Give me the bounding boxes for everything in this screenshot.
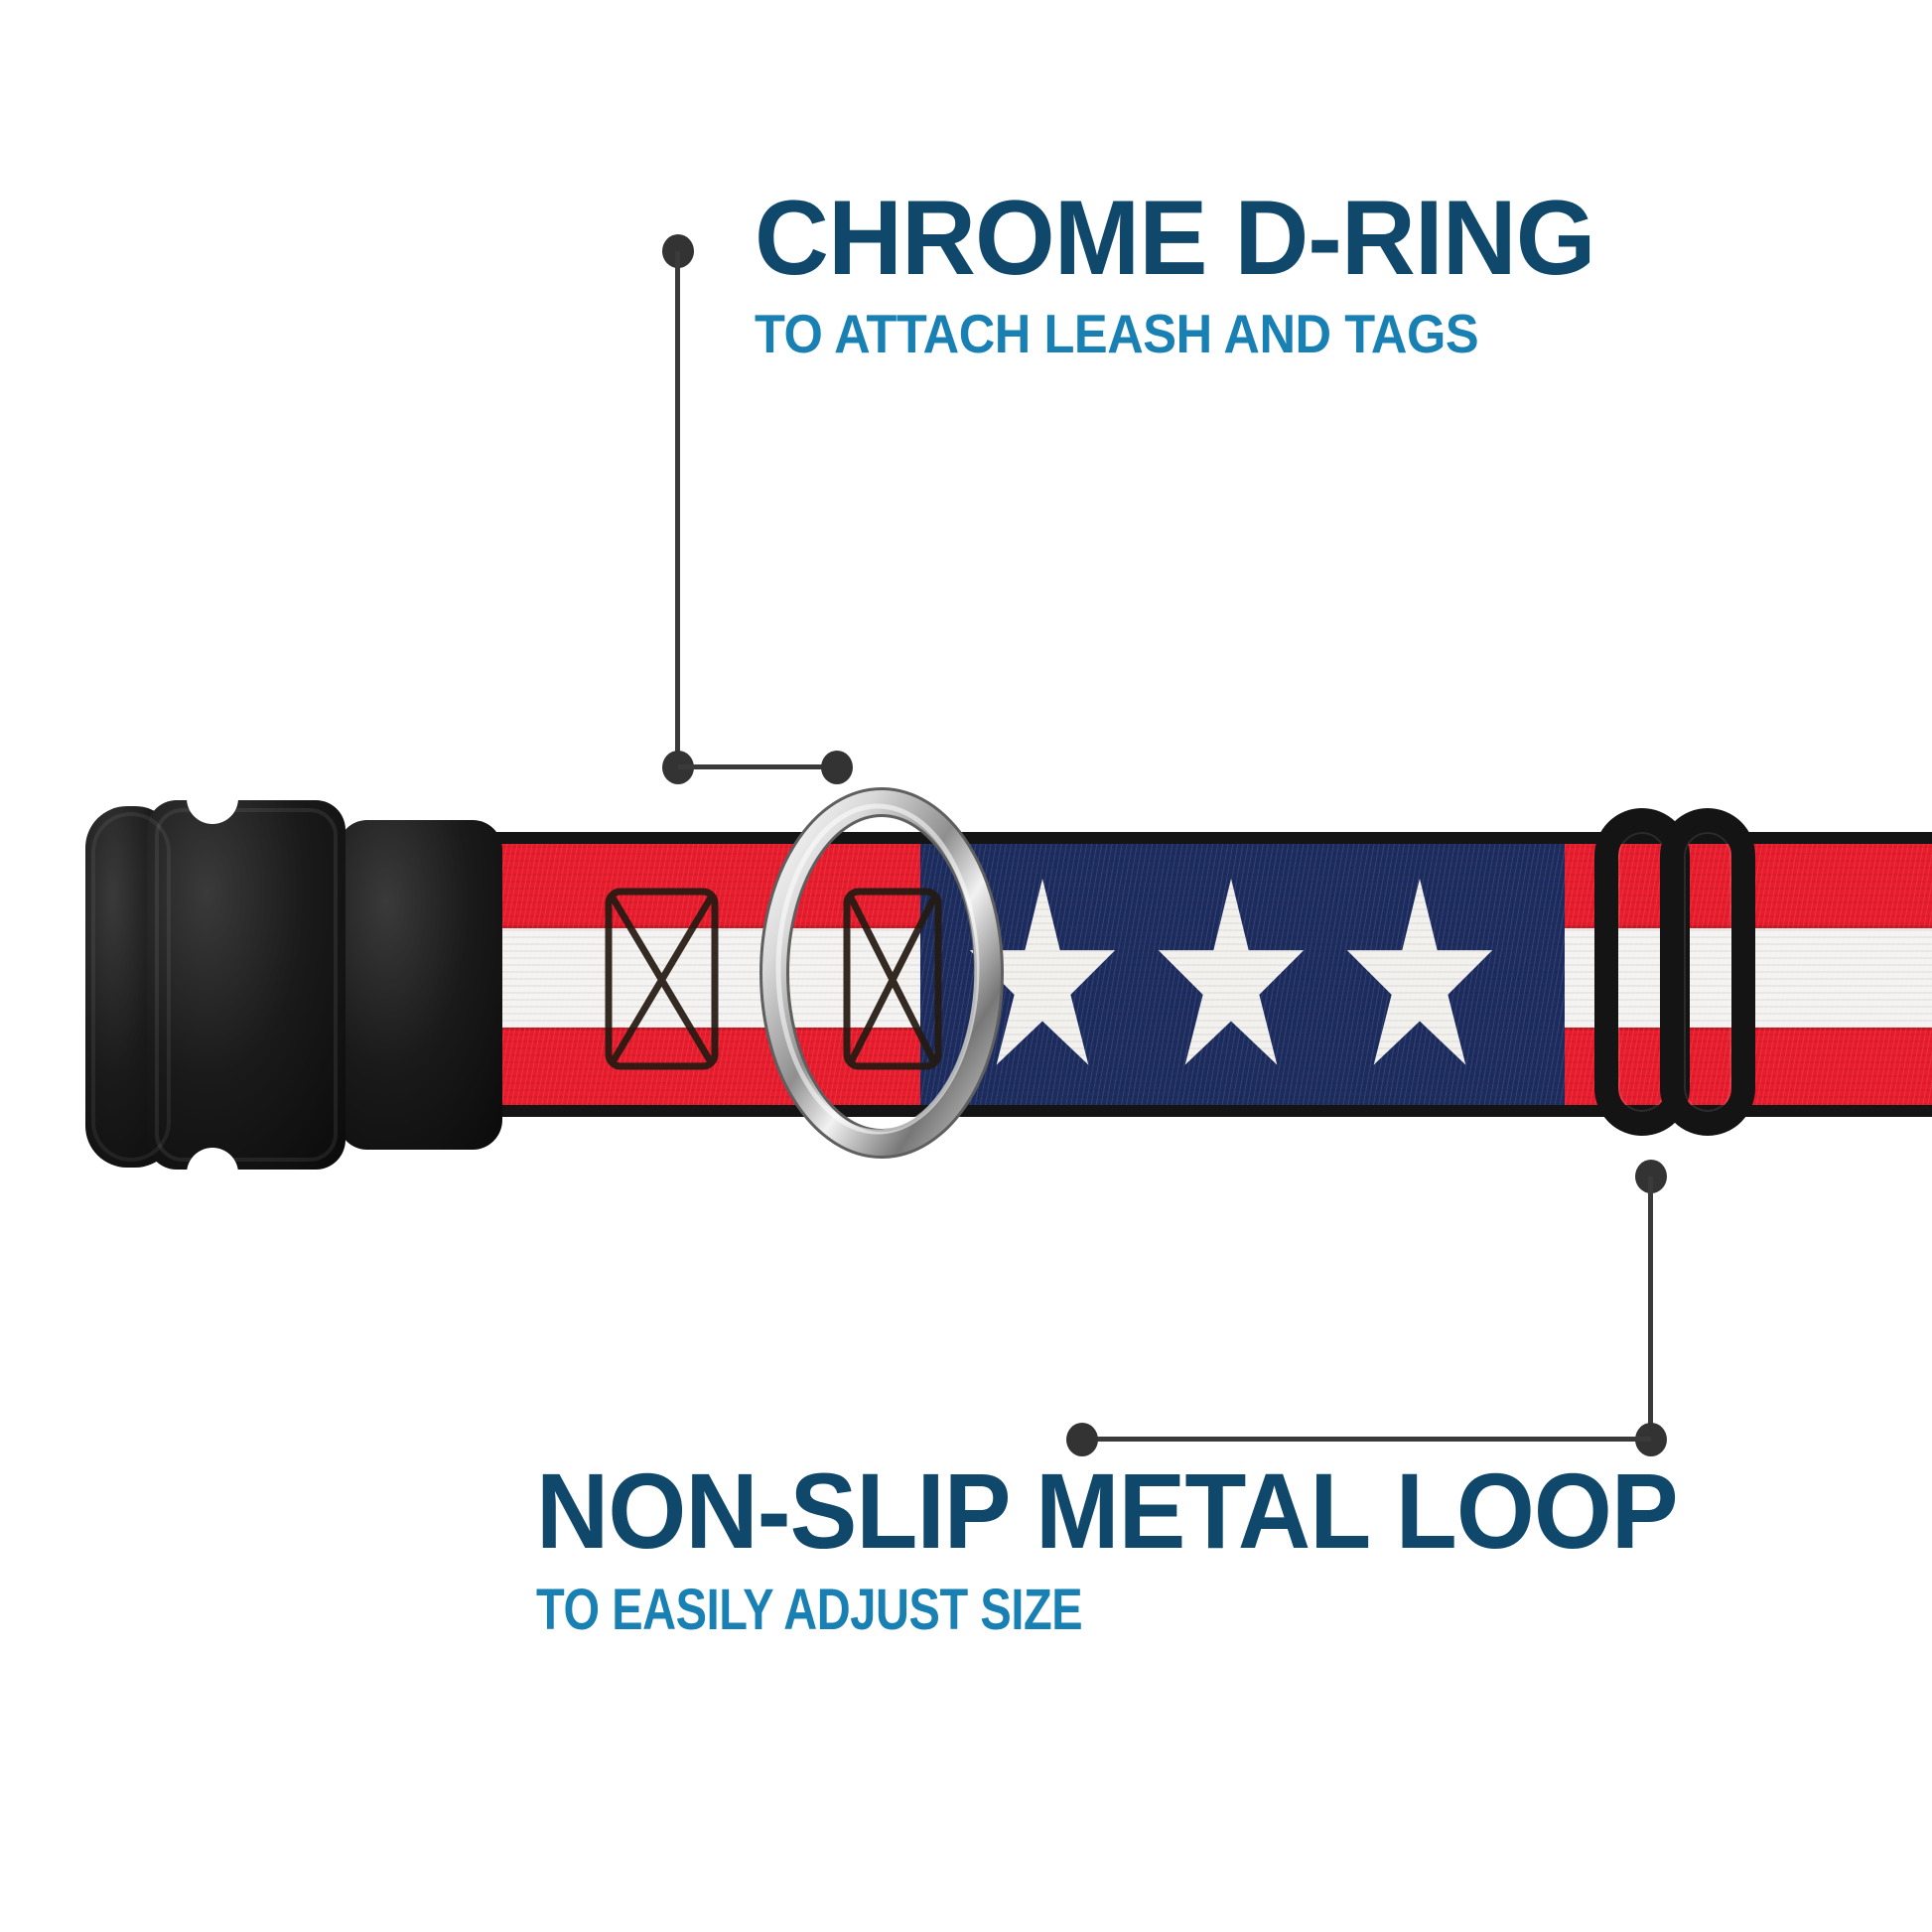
callout-dot (1066, 1423, 1098, 1456)
callout-subtitle-chrome-d-ring: TO ATTACH LEASH AND TAGS (755, 303, 1479, 364)
callout-line-vertical (675, 251, 680, 767)
webbing-navy-star-field (920, 844, 1565, 1105)
side-release-buckle (85, 798, 502, 1175)
star-icon (1158, 879, 1305, 1065)
callout-subtitle-metal-loop: TO EASILY ADJUST SIZE (536, 1578, 1083, 1642)
callout-dot (821, 751, 853, 784)
callout-line-horizontal (678, 764, 837, 769)
callout-title-metal-loop: NON-SLIP METAL LOOP (536, 1450, 1679, 1571)
callout-line-vertical (1648, 1176, 1653, 1440)
stitch-box-graphics (605, 888, 942, 1070)
callout-title-chrome-d-ring: CHROME D-RING (755, 178, 1595, 297)
stitch-box (605, 888, 719, 1070)
metal-slider-loop-right-bar (1660, 808, 1755, 1136)
chrome-d-ring (759, 787, 1004, 1159)
callout-line-horizontal (1082, 1437, 1651, 1442)
star-icon (1346, 879, 1493, 1065)
stitch-box (843, 888, 942, 1070)
